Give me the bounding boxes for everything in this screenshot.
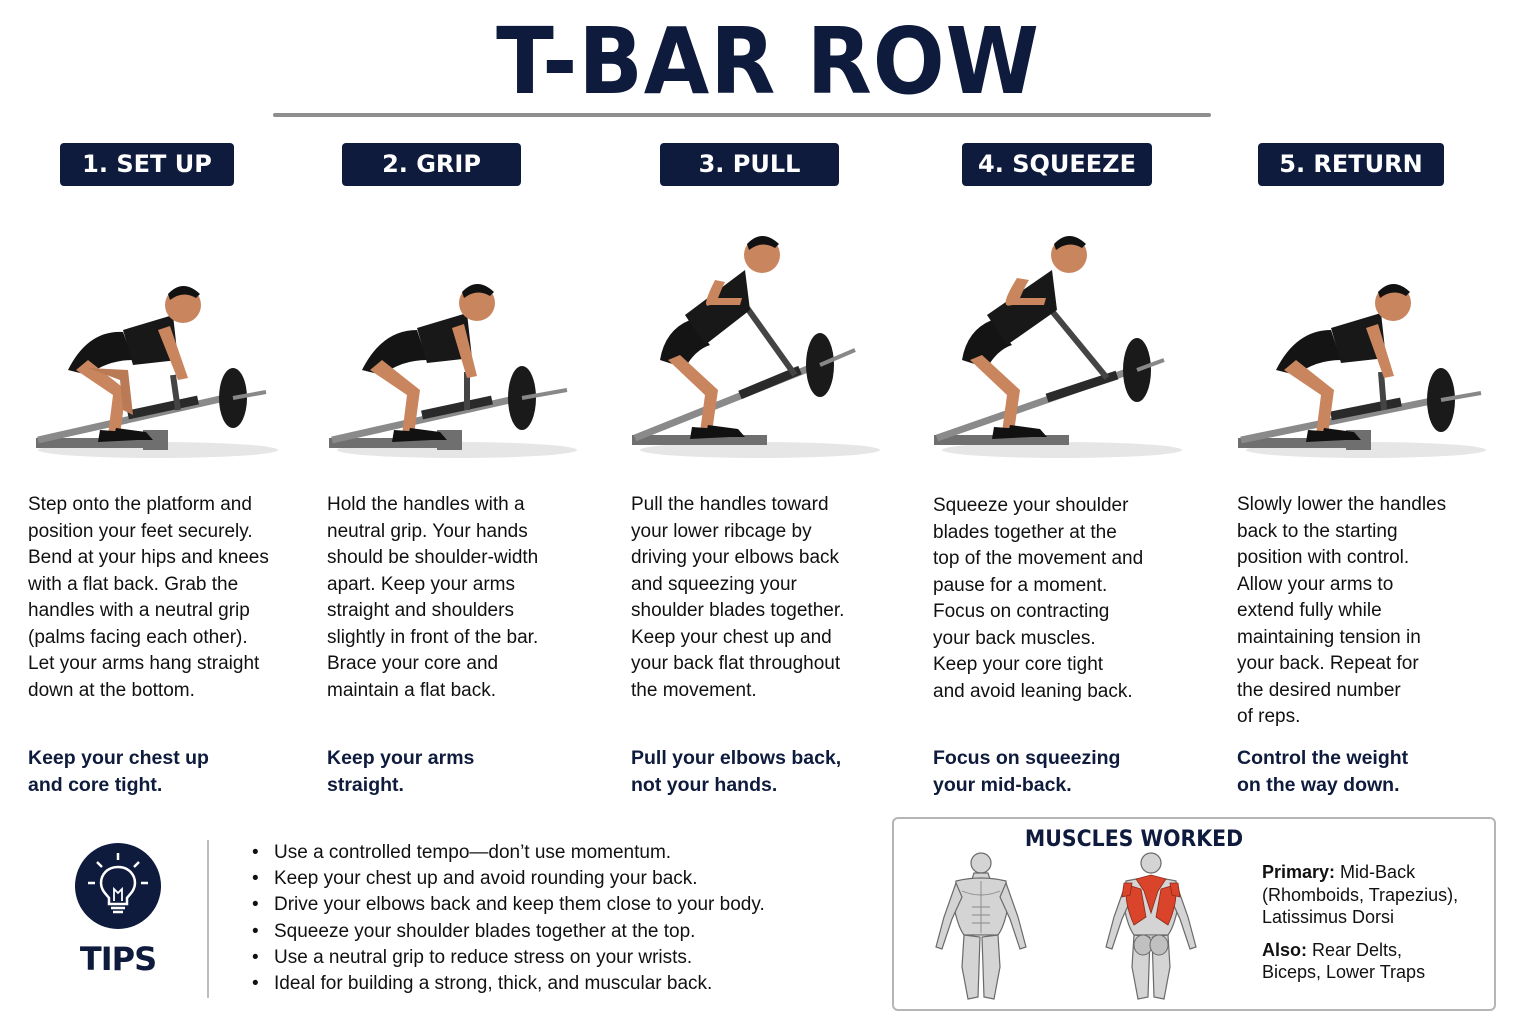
tip-item: Ideal for building a strong, thick, and …: [250, 971, 870, 997]
muscles-worked-panel: MUSCLES WORKED: [892, 817, 1496, 1011]
step-badge: 1. SET UP: [60, 143, 234, 186]
tips-divider: [207, 840, 209, 998]
exercise-figure-setup: [28, 210, 298, 470]
tip-item: Drive your elbows back and keep them clo…: [250, 892, 870, 918]
muscles-title: MUSCLES WORKED: [1024, 827, 1244, 852]
exercise-figure-return: [1236, 210, 1506, 470]
tips-label: TIPS: [79, 940, 157, 978]
exercise-figure-squeeze: [932, 210, 1202, 470]
tips-list: Use a controlled tempo—don’t use momentu…: [250, 840, 870, 997]
muscle-info: Primary: Mid-Back (Rhomboids, Trapezius)…: [1262, 862, 1459, 982]
page-title: T-BAR ROW: [496, 8, 1040, 115]
step-cue: Pull your elbows back,not your hands.: [631, 747, 842, 796]
step-badge: 4. SQUEEZE: [962, 143, 1152, 186]
lightbulb-icon: [75, 843, 161, 929]
step-badge: 5. RETURN: [1258, 143, 1444, 186]
primary-label: Primary:: [1262, 862, 1336, 882]
title-divider: [273, 113, 1211, 117]
tip-item: Use a neutral grip to reduce stress on y…: [250, 945, 870, 971]
tip-item: Use a controlled tempo—don’t use momentu…: [250, 840, 870, 866]
anatomy-back-icon: [1096, 847, 1206, 1007]
tip-item: Keep your chest up and avoid rounding yo…: [250, 866, 870, 892]
step-badge: 2. GRIP: [342, 143, 521, 186]
exercise-figure-pull: [630, 210, 900, 470]
also-label: Also:: [1262, 939, 1307, 960]
exercise-figure-grip: [327, 210, 597, 470]
tip-item: Squeeze your shoulder blades together at…: [250, 919, 870, 945]
step-badge: 3. PULL: [660, 143, 839, 186]
anatomy-front-icon: [926, 847, 1036, 1007]
